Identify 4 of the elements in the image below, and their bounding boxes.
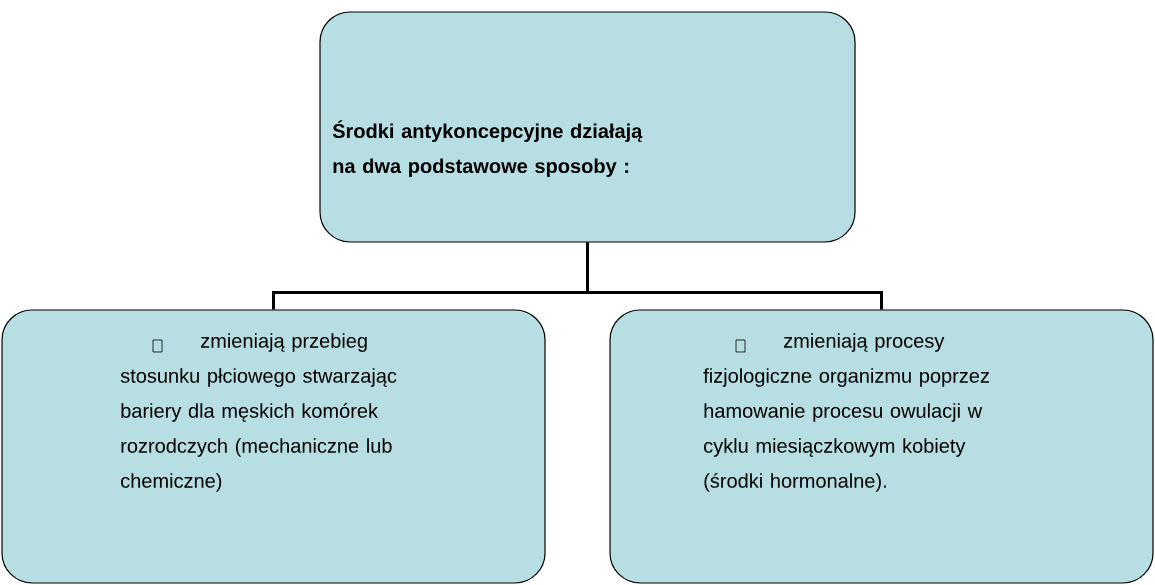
rounded-box: Środki antykoncepcyjne działają na dwa podstawowe sposoby : <box>319 11 856 243</box>
connector <box>586 242 883 310</box>
rounded-box: zmieniają procesy fizjologiczne organizmu poprzez hamowanie procesu owulacji w cyklu miesiączkowym kobiety (środki hormonalne). <box>609 309 1154 584</box>
rounded-box: zmieniają przebieg stosunku płciowego stwarzając bariery dla męskich komórek rozrodczych (mechaniczne lub chemiczne) <box>1 309 546 584</box>
